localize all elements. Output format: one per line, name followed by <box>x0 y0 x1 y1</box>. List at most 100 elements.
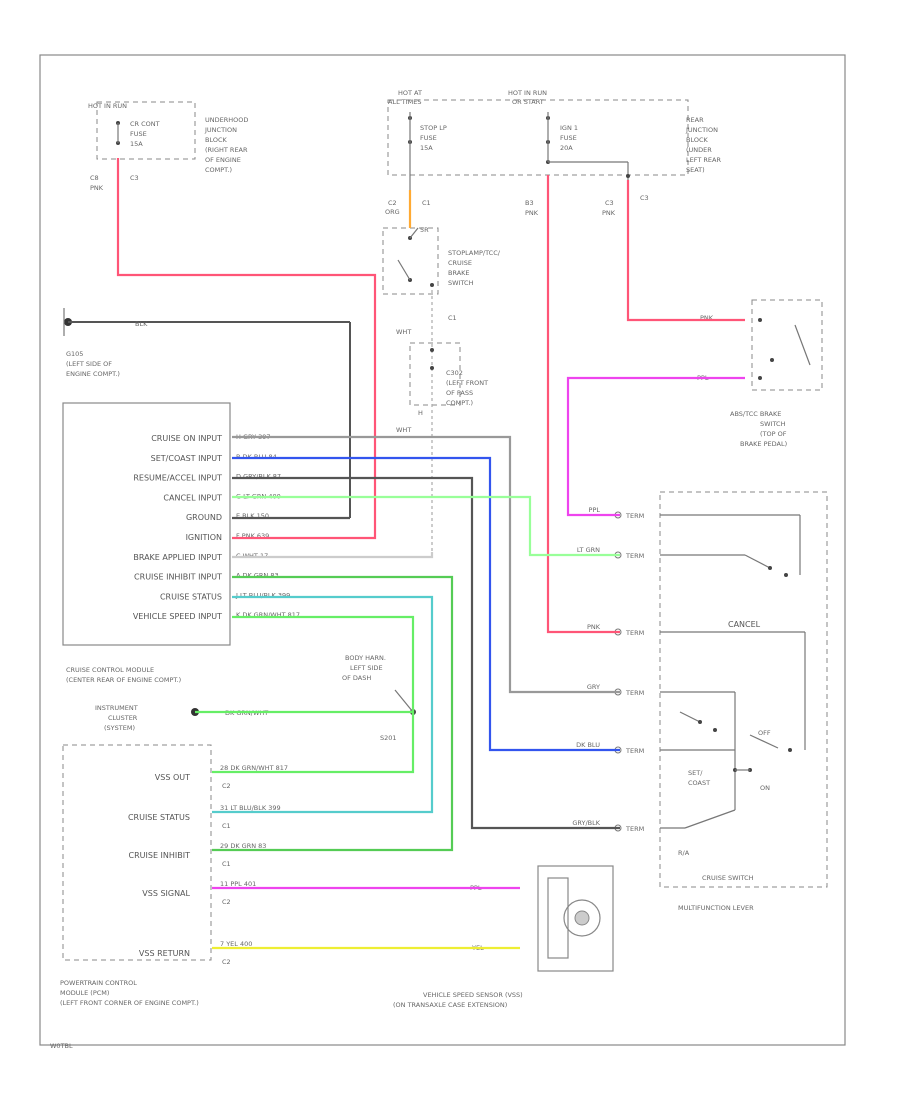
cancel-label: CANCEL <box>728 620 761 629</box>
mf-term-label: TERM <box>625 825 644 833</box>
ic-label-2: CLUSTER <box>108 714 138 722</box>
multifunction-lever: PPL TERM LT GRN TERM PNK TERM GRY TERM DK BLU TER… <box>572 491 828 912</box>
g105-loc-2: ENGINE COMPT.) <box>66 370 120 378</box>
abs-label-1: ABS/TCC BRAKE <box>730 410 781 418</box>
footer-code: W0TBL <box>50 1042 73 1050</box>
g105-loc-1: (LEFT SIDE OF <box>66 360 112 368</box>
rear-conn-b3: B3 <box>525 199 534 207</box>
splice-name: S201 <box>380 734 397 742</box>
ign-fuse-1: IGN 1 <box>560 124 578 132</box>
wire-pnk-abs <box>626 180 745 322</box>
mf-wire-label: PPL <box>589 506 601 514</box>
mf-wire-label: DK BLU <box>576 741 600 749</box>
rear-block-loc-6: SEAT) <box>686 166 705 174</box>
splice-label-3: OF DASH <box>342 674 371 682</box>
abs-label-2: SWITCH <box>760 420 786 428</box>
set-label-2: COAST <box>688 779 710 787</box>
cruise-pin-label: C WHT 17 <box>236 552 268 560</box>
stoplamp-label-1: STOPLAMP/TCC/ <box>448 249 501 257</box>
cruise-input-label: BRAKE APPLIED INPUT <box>133 553 222 562</box>
rear-wire-pnk-2: PNK <box>602 209 616 217</box>
cruise-input-label: SET/COAST INPUT <box>151 454 222 463</box>
pcm-conn-label: C1 <box>222 822 231 830</box>
wire-dkgrn-inhibit <box>212 575 454 852</box>
mf-term-label: TERM <box>625 552 644 560</box>
stoplamp-label-3: BRAKE <box>448 269 470 277</box>
cruise-pin-label: A DK GRN 83 <box>236 572 279 580</box>
c302-pin: H <box>418 409 423 417</box>
splice-label-1: BODY HARN. <box>345 654 386 662</box>
rear-block-loc-3: BLOCK <box>686 136 709 144</box>
pcm-row-label: CRUISE STATUS <box>128 813 190 822</box>
right-hot-left-2: ALL TIMES <box>388 98 421 106</box>
left-wire-pnk: PNK <box>90 184 104 192</box>
mf-wire-label: GRY/BLK <box>572 819 600 827</box>
wire-pnk-multifunction <box>546 175 620 634</box>
stoplamp-label-4: SWITCH <box>448 279 474 287</box>
left-hot-label: HOT IN RUN <box>88 102 127 110</box>
rear-block-loc-2: JUNCTION <box>685 126 718 134</box>
ccm-name-1: CRUISE CONTROL MODULE <box>66 666 154 674</box>
left-fuse-line-1: CR CONT <box>130 120 160 128</box>
wire-dkgrnwht-vss <box>212 615 415 774</box>
mf-wire-label: LT GRN <box>577 546 600 554</box>
pcm-row-label: VSS SIGNAL <box>142 889 190 898</box>
cruise-input-label: GROUND <box>186 513 222 522</box>
pcm-conn-label: C2 <box>222 958 231 966</box>
abs-label-3: (TOP OF <box>760 430 787 438</box>
pcm-row-label: VSS OUT <box>155 773 190 782</box>
cruise-pin-label: D GRY/BLK 87 <box>236 473 281 481</box>
pcm-pin-label: 11 PPL 401 <box>220 880 256 888</box>
cruise-input-label: RESUME/ACCEL INPUT <box>133 474 222 483</box>
cruise-input-label: CRUISE ON INPUT <box>151 434 222 443</box>
cruise-input-label: VEHICLE SPEED INPUT <box>133 612 222 621</box>
ic-label-1: INSTRUMENT <box>95 704 138 712</box>
ign-fuse-3: 20A <box>560 144 573 152</box>
g105-wire-label: BLK <box>135 320 148 328</box>
pcm-name-3: (LEFT FRONT CORNER OF ENGINE COMPT.) <box>60 999 199 1007</box>
cruise-input-label: CANCEL INPUT <box>163 493 222 502</box>
c302-loc-3: COMPT.) <box>446 399 473 407</box>
left-fuse-line-2: FUSE <box>130 130 147 138</box>
cruise-input-label: CRUISE INHIBIT INPUT <box>134 573 222 582</box>
stop-fuse-3: 15A <box>420 144 433 152</box>
wire-ltgrn-cancel <box>232 495 620 557</box>
cruise-pin-label: E BLK 150 <box>236 512 269 520</box>
cruise-pin-label: B DK BLU 84 <box>236 453 277 461</box>
cruise-pin-label: J LT BLU/BLK 399 <box>235 591 290 599</box>
cruise-input-label: CRUISE STATUS <box>160 592 222 601</box>
pcm-row-label: VSS RETURN <box>139 949 190 958</box>
rear-wire-org: ORG <box>385 208 400 216</box>
c302-loc-1: (LEFT FRONT <box>446 379 488 387</box>
right-hot-left-1: HOT AT <box>398 89 422 97</box>
pcm-pin-label: 28 DK GRN/WHT 817 <box>220 764 288 772</box>
mf-wire-label: PNK <box>587 623 601 631</box>
pcm-name-2: MODULE (PCM) <box>60 989 109 997</box>
multifunction-lever-name: MULTIFUNCTION LEVER <box>678 904 754 912</box>
mf-wire-label: GRY <box>587 683 600 691</box>
pcm-conn-label: C2 <box>222 782 231 790</box>
stoplamp-label-2: CRUISE <box>448 259 472 267</box>
rear-fuse-block: HOT AT ALL TIMES HOT IN RUN OR START STO… <box>385 89 721 217</box>
cruise-pin-label: K DK GRN/WHT 817 <box>236 611 300 619</box>
right-hot-right-1: HOT IN RUN <box>508 89 547 97</box>
vss-name-1: VEHICLE SPEED SENSOR (VSS) <box>423 991 523 999</box>
rear-conn-c3-left: C3 <box>605 199 614 207</box>
ground-g105: BLK G105 (LEFT SIDE OF ENGINE COMPT.) <box>63 308 351 518</box>
rear-conn-c3-right: C3 <box>640 194 649 202</box>
left-block-loc-3: BLOCK <box>205 136 228 144</box>
stop-fuse-1: STOP LP <box>420 124 447 132</box>
mf-term-label: TERM <box>625 629 644 637</box>
wire-ppl-abs <box>566 376 745 517</box>
wire-harness <box>116 158 745 950</box>
left-conn-c3: C3 <box>130 174 139 182</box>
mf-term-label: TERM <box>625 747 644 755</box>
mf-term-label: TERM <box>625 689 644 697</box>
pcm-pin-label: 7 YEL 400 <box>220 940 252 948</box>
cruise-switch-name: CRUISE SWITCH <box>702 874 754 882</box>
rear-conn-c1: C1 <box>422 199 431 207</box>
left-block-loc-4: (RIGHT REAR <box>205 146 248 154</box>
ccm-name-2: (CENTER REAR OF ENGINE COMPT.) <box>66 676 181 684</box>
pcm-pin-label: 31 LT BLU/BLK 399 <box>220 804 281 812</box>
